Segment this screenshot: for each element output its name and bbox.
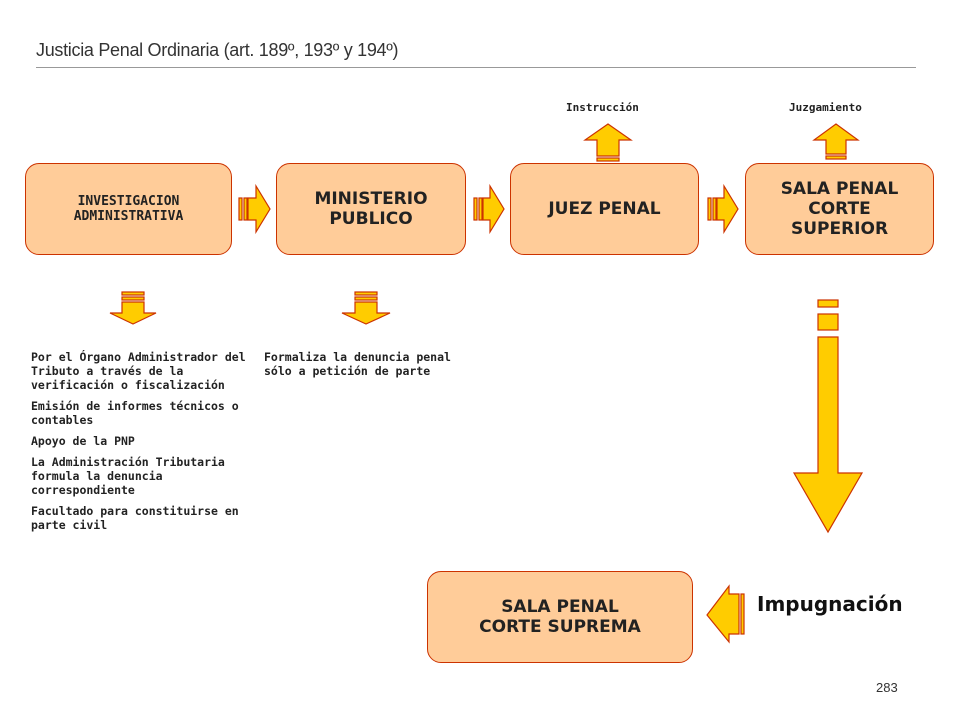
note-item: Emisión de informes técnicos o contables bbox=[31, 399, 239, 427]
right-arrow-icon bbox=[473, 183, 505, 235]
note-item: La Administración Tributaria formula la … bbox=[31, 455, 225, 497]
box-investigacion: INVESTIGACION ADMINISTRATIVA bbox=[25, 163, 232, 255]
box-sala-penal-suprema: SALA PENAL CORTE SUPREMA bbox=[427, 571, 693, 663]
page-number: 283 bbox=[876, 680, 898, 695]
notes-investigacion: Por el Órgano Administrador del Tributo … bbox=[31, 350, 246, 539]
down-arrow-icon bbox=[341, 291, 391, 325]
note-item: Facultado para constituirse en parte civ… bbox=[31, 504, 239, 532]
long-down-arrow-icon bbox=[792, 299, 864, 534]
page-title: Justicia Penal Ordinaria (art. 189º, 193… bbox=[36, 40, 399, 60]
box-juez-penal: JUEZ PENAL bbox=[510, 163, 699, 255]
right-arrow-icon bbox=[238, 183, 271, 235]
up-arrow-icon bbox=[583, 123, 633, 162]
note-item: Apoyo de la PNP bbox=[31, 434, 135, 448]
note-item: Por el Órgano Administrador del Tributo … bbox=[31, 350, 246, 392]
left-arrow-icon bbox=[706, 584, 745, 644]
up-arrow-icon bbox=[812, 123, 860, 160]
box-sala-penal-superior: SALA PENAL CORTE SUPERIOR bbox=[745, 163, 934, 255]
down-arrow-icon bbox=[109, 291, 157, 325]
label-instruccion: Instrucción bbox=[566, 101, 639, 114]
label-impugnacion: Impugnación bbox=[757, 592, 903, 616]
notes-ministerio: Formaliza la denuncia penal sólo a petic… bbox=[264, 350, 479, 385]
right-arrow-icon bbox=[707, 183, 739, 235]
note-item: Formaliza la denuncia penal sólo a petic… bbox=[264, 350, 451, 378]
label-juzgamiento: Juzgamiento bbox=[789, 101, 862, 114]
title-divider bbox=[36, 67, 916, 68]
box-ministerio-publico: MINISTERIO PUBLICO bbox=[276, 163, 466, 255]
